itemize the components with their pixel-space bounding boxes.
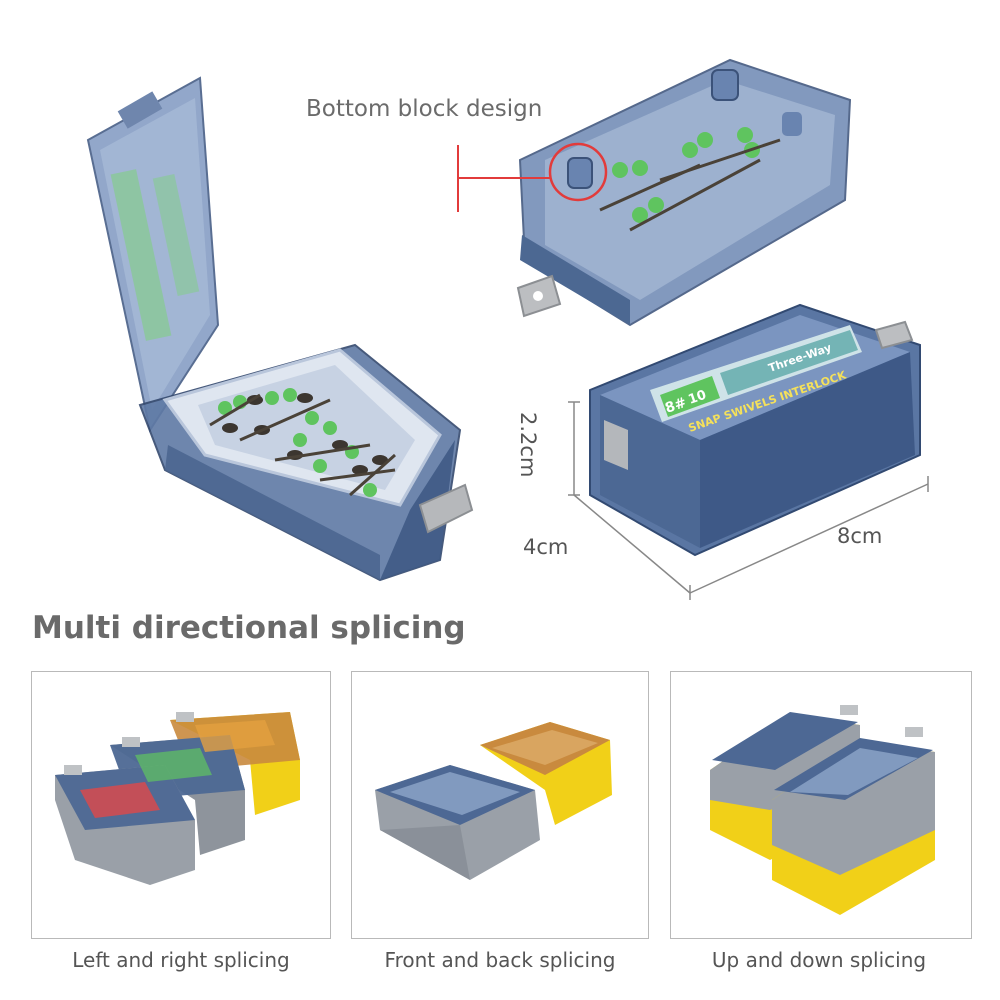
closed-box-with-label	[589, 303, 921, 557]
label-size: 8#	[663, 395, 689, 417]
label-count: 10	[686, 388, 708, 408]
closed-box-bottom-view	[516, 58, 852, 327]
depth-dimension-label: 4cm	[523, 535, 569, 559]
dimension-lines	[568, 401, 929, 600]
caption-up-down: Up and down splicing	[711, 948, 927, 972]
splicing-panel-front-back	[351, 671, 649, 939]
snap-swivels	[209, 388, 396, 497]
bottom-block-callout-label: Bottom block design	[306, 96, 543, 122]
splicing-panel-left-right	[31, 671, 331, 939]
width-dimension-label: 8cm	[837, 524, 883, 548]
caption-left-right: Left and right splicing	[72, 948, 290, 972]
height-dimension-label: 2.2cm	[516, 412, 540, 478]
bottom-block-callout-marker	[457, 142, 608, 212]
section-title: Multi directional splicing	[32, 610, 466, 646]
caption-front-back: Front and back splicing	[384, 948, 616, 972]
splicing-panel-up-down	[670, 671, 972, 939]
open-box-with-swivels	[86, 76, 474, 582]
lid-printed-label	[110, 169, 200, 341]
